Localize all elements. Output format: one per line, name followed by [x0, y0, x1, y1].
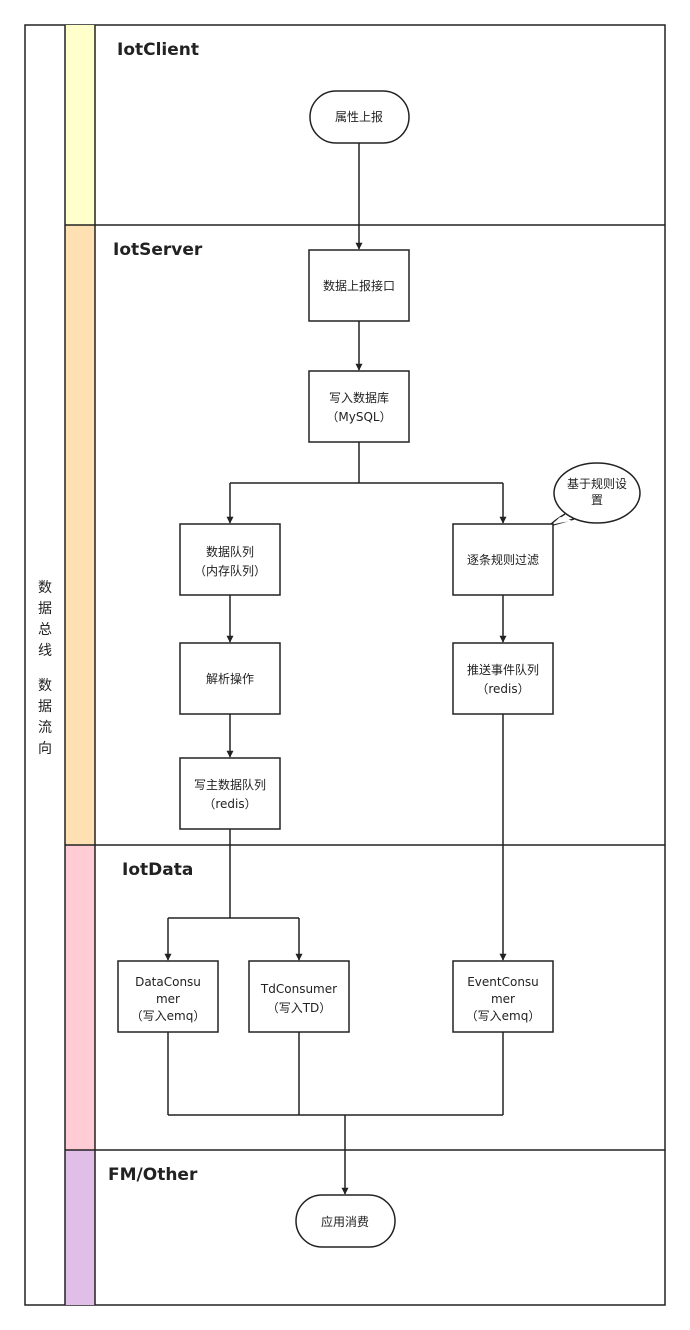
node-label: （写入TD） [267, 1001, 332, 1015]
lane-strip-client [65, 25, 95, 225]
node-label: mer [156, 992, 180, 1006]
node-label: EventConsu [467, 975, 539, 989]
bus-label-char: 流 [38, 720, 52, 736]
bus-label-char: 向 [38, 741, 52, 757]
node-label: （写入emq） [466, 1009, 541, 1023]
node-write-main-queue: 写主数据队列 （redis） [179, 757, 281, 830]
node-td-consumer: TdConsumer （写入TD） [248, 960, 350, 1033]
node-label: （写入emq） [131, 1009, 206, 1023]
node-label: 属性上报 [335, 109, 383, 124]
node-label: （redis） [476, 682, 529, 696]
node-event-consumer: EventConsu mer （写入emq） [452, 960, 554, 1033]
bus-label-char: 据 [38, 699, 52, 715]
node-report-attr: 属性上报 [309, 90, 410, 144]
node-label: （内存队列） [194, 563, 266, 578]
bus-label-char: 线 [38, 643, 52, 659]
node-parse-op: 解析操作 [179, 642, 281, 715]
lane-title-client: IotClient [117, 40, 199, 60]
bus-label-char: 数 [38, 580, 52, 596]
node-write-db: 写入数据库 （MySQL） [308, 370, 410, 443]
lane-title-data: IotData [122, 860, 193, 880]
node-label: 逐条规则过滤 [467, 552, 539, 567]
bus-label-char: 总 [38, 622, 52, 638]
node-label: 推送事件队列 [467, 662, 539, 677]
node-label: 数据上报接口 [323, 278, 395, 293]
bus-label-char: 数 [38, 678, 52, 694]
diagram-frame [24, 24, 666, 1306]
node-label: 写入数据库 [329, 390, 389, 405]
bus-label: 数 据 总 线 数 据 流 向 [38, 580, 52, 757]
node-label: 应用消费 [321, 1214, 369, 1229]
lane-strip-other [65, 1150, 95, 1305]
node-rule-filter: 逐条规则过滤 [452, 523, 554, 596]
node-label: （redis） [203, 797, 256, 811]
node-push-event-queue: 推送事件队列 （redis） [452, 642, 554, 715]
callout-text: 基于规则设 [567, 476, 627, 491]
node-label: 写主数据队列 [194, 777, 266, 792]
lane-title-other: FM/Other [108, 1165, 198, 1185]
node-label: TdConsumer [260, 982, 337, 996]
lane-strip-data [65, 845, 95, 1150]
node-label: 数据队列 [206, 544, 254, 559]
node-data-consumer: DataConsu mer （写入emq） [117, 960, 219, 1033]
lane-strip-server [65, 225, 95, 845]
node-app-consume: 应用消费 [295, 1194, 396, 1248]
node-label: （MySQL） [326, 410, 391, 424]
bus-label-char: 据 [38, 601, 52, 617]
node-label: 解析操作 [206, 671, 254, 686]
connectors [164, 143, 507, 1195]
node-data-queue: 数据队列 （内存队列） [179, 523, 281, 596]
callout-text: 置 [591, 493, 603, 507]
node-upload-api: 数据上报接口 [308, 249, 410, 322]
lane-title-server: IotServer [113, 240, 203, 260]
node-label: mer [491, 992, 515, 1006]
node-label: DataConsu [135, 975, 201, 989]
